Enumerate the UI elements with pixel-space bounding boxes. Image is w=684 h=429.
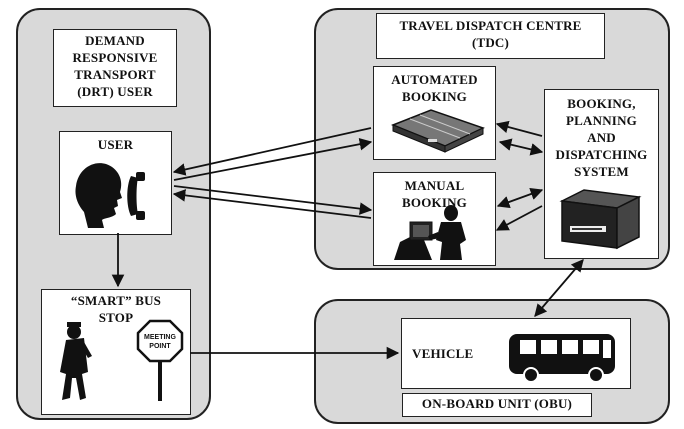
arrow-automated-bpds-two-way	[498, 138, 544, 156]
bus-stop-label-line-1: “SMART” BUS	[70, 293, 162, 308]
drt-title-line-1: DEMAND	[85, 33, 145, 48]
arrow-user-to-automated	[173, 137, 373, 181]
manual-booking-line-1: MANUAL	[404, 178, 465, 193]
bpds-line-5: SYSTEM	[574, 164, 629, 179]
vehicle-label: VEHICLE	[412, 346, 474, 361]
user-silhouette-icon	[75, 163, 122, 228]
drt-title-line-3: TRANSPORT	[74, 67, 156, 82]
meeting-point-sign-icon: MEETING POINT	[136, 319, 184, 401]
dispatch-computer-icon	[559, 189, 642, 250]
drt-title-line-4: (DRT) USER	[77, 84, 153, 99]
arrow-user-to-manual	[173, 185, 373, 215]
arrow-automated-to-user	[172, 127, 372, 176]
arrow-manual-to-user	[172, 189, 372, 219]
manual-booking-box	[373, 172, 496, 266]
bus-stop-label-line-2: STOP	[98, 310, 134, 325]
pedestrian-icon	[60, 322, 92, 400]
user-label: USER	[97, 137, 134, 152]
arrow-bpds-to-manual	[495, 205, 543, 231]
bpds-line-1: BOOKING,	[567, 96, 636, 111]
bpds-line-2: PLANNING	[566, 113, 637, 128]
arrow-bpds-vehicle-two-way	[534, 259, 584, 317]
obu-title: ON-BOARD UNIT (OBU)	[421, 396, 573, 411]
booking-machine-icon	[390, 109, 485, 153]
drt-title-box	[53, 29, 177, 107]
operator-at-computer-icon	[394, 205, 466, 260]
obu-title-box	[402, 393, 592, 417]
telephone-icon	[127, 172, 145, 220]
automated-booking-line-1: AUTOMATED	[391, 72, 478, 87]
bpds-line-4: DISPATCHING	[555, 147, 648, 162]
arrow-bpds-to-automated	[495, 120, 543, 137]
automated-booking-line-2: BOOKING	[402, 89, 467, 104]
bus-icon	[509, 334, 615, 383]
tdc-title-box	[376, 13, 605, 59]
flow-arrows	[111, 120, 584, 360]
arrow-manual-bpds-two-way	[496, 187, 544, 209]
drt-title-line-2: RESPONSIVE	[72, 50, 158, 65]
sign-text-line-1: MEETING	[144, 334, 176, 341]
tdc-title-line-1: TRAVEL DISPATCH CENTRE	[399, 18, 582, 33]
sign-text-line-2: POINT	[149, 343, 171, 350]
bpds-line-3: AND	[587, 130, 616, 145]
tdc-title-line-2: (TDC)	[471, 35, 510, 50]
